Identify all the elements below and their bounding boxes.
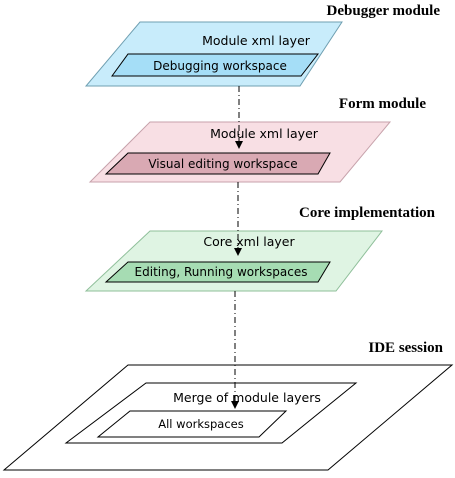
ide-inner-box bbox=[96, 410, 288, 438]
form-inner-label: Visual editing workspace bbox=[148, 157, 297, 171]
form-inner-parallelogram bbox=[104, 152, 331, 175]
form-outer-label: Module xml layer bbox=[210, 126, 319, 141]
ide-session-title: IDE session bbox=[368, 340, 443, 356]
debugger-inner-parallelogram bbox=[111, 53, 320, 77]
ide-merge-label: Merge of module layers bbox=[173, 390, 321, 405]
debugger-outer-label: Module xml layer bbox=[202, 33, 311, 48]
core-inner-parallelogram bbox=[104, 261, 331, 283]
form-module-title: Form module bbox=[339, 96, 426, 112]
core-inner-label: Editing, Running workspaces bbox=[135, 265, 308, 279]
core-implementation-title: Core implementation bbox=[299, 205, 436, 221]
debugger-module-title: Debugger module bbox=[327, 3, 441, 19]
debugger-inner-label: Debugging workspace bbox=[153, 59, 287, 73]
core-outer-label: Core xml layer bbox=[203, 234, 295, 249]
ide-inner-label: All workspaces bbox=[158, 417, 243, 431]
